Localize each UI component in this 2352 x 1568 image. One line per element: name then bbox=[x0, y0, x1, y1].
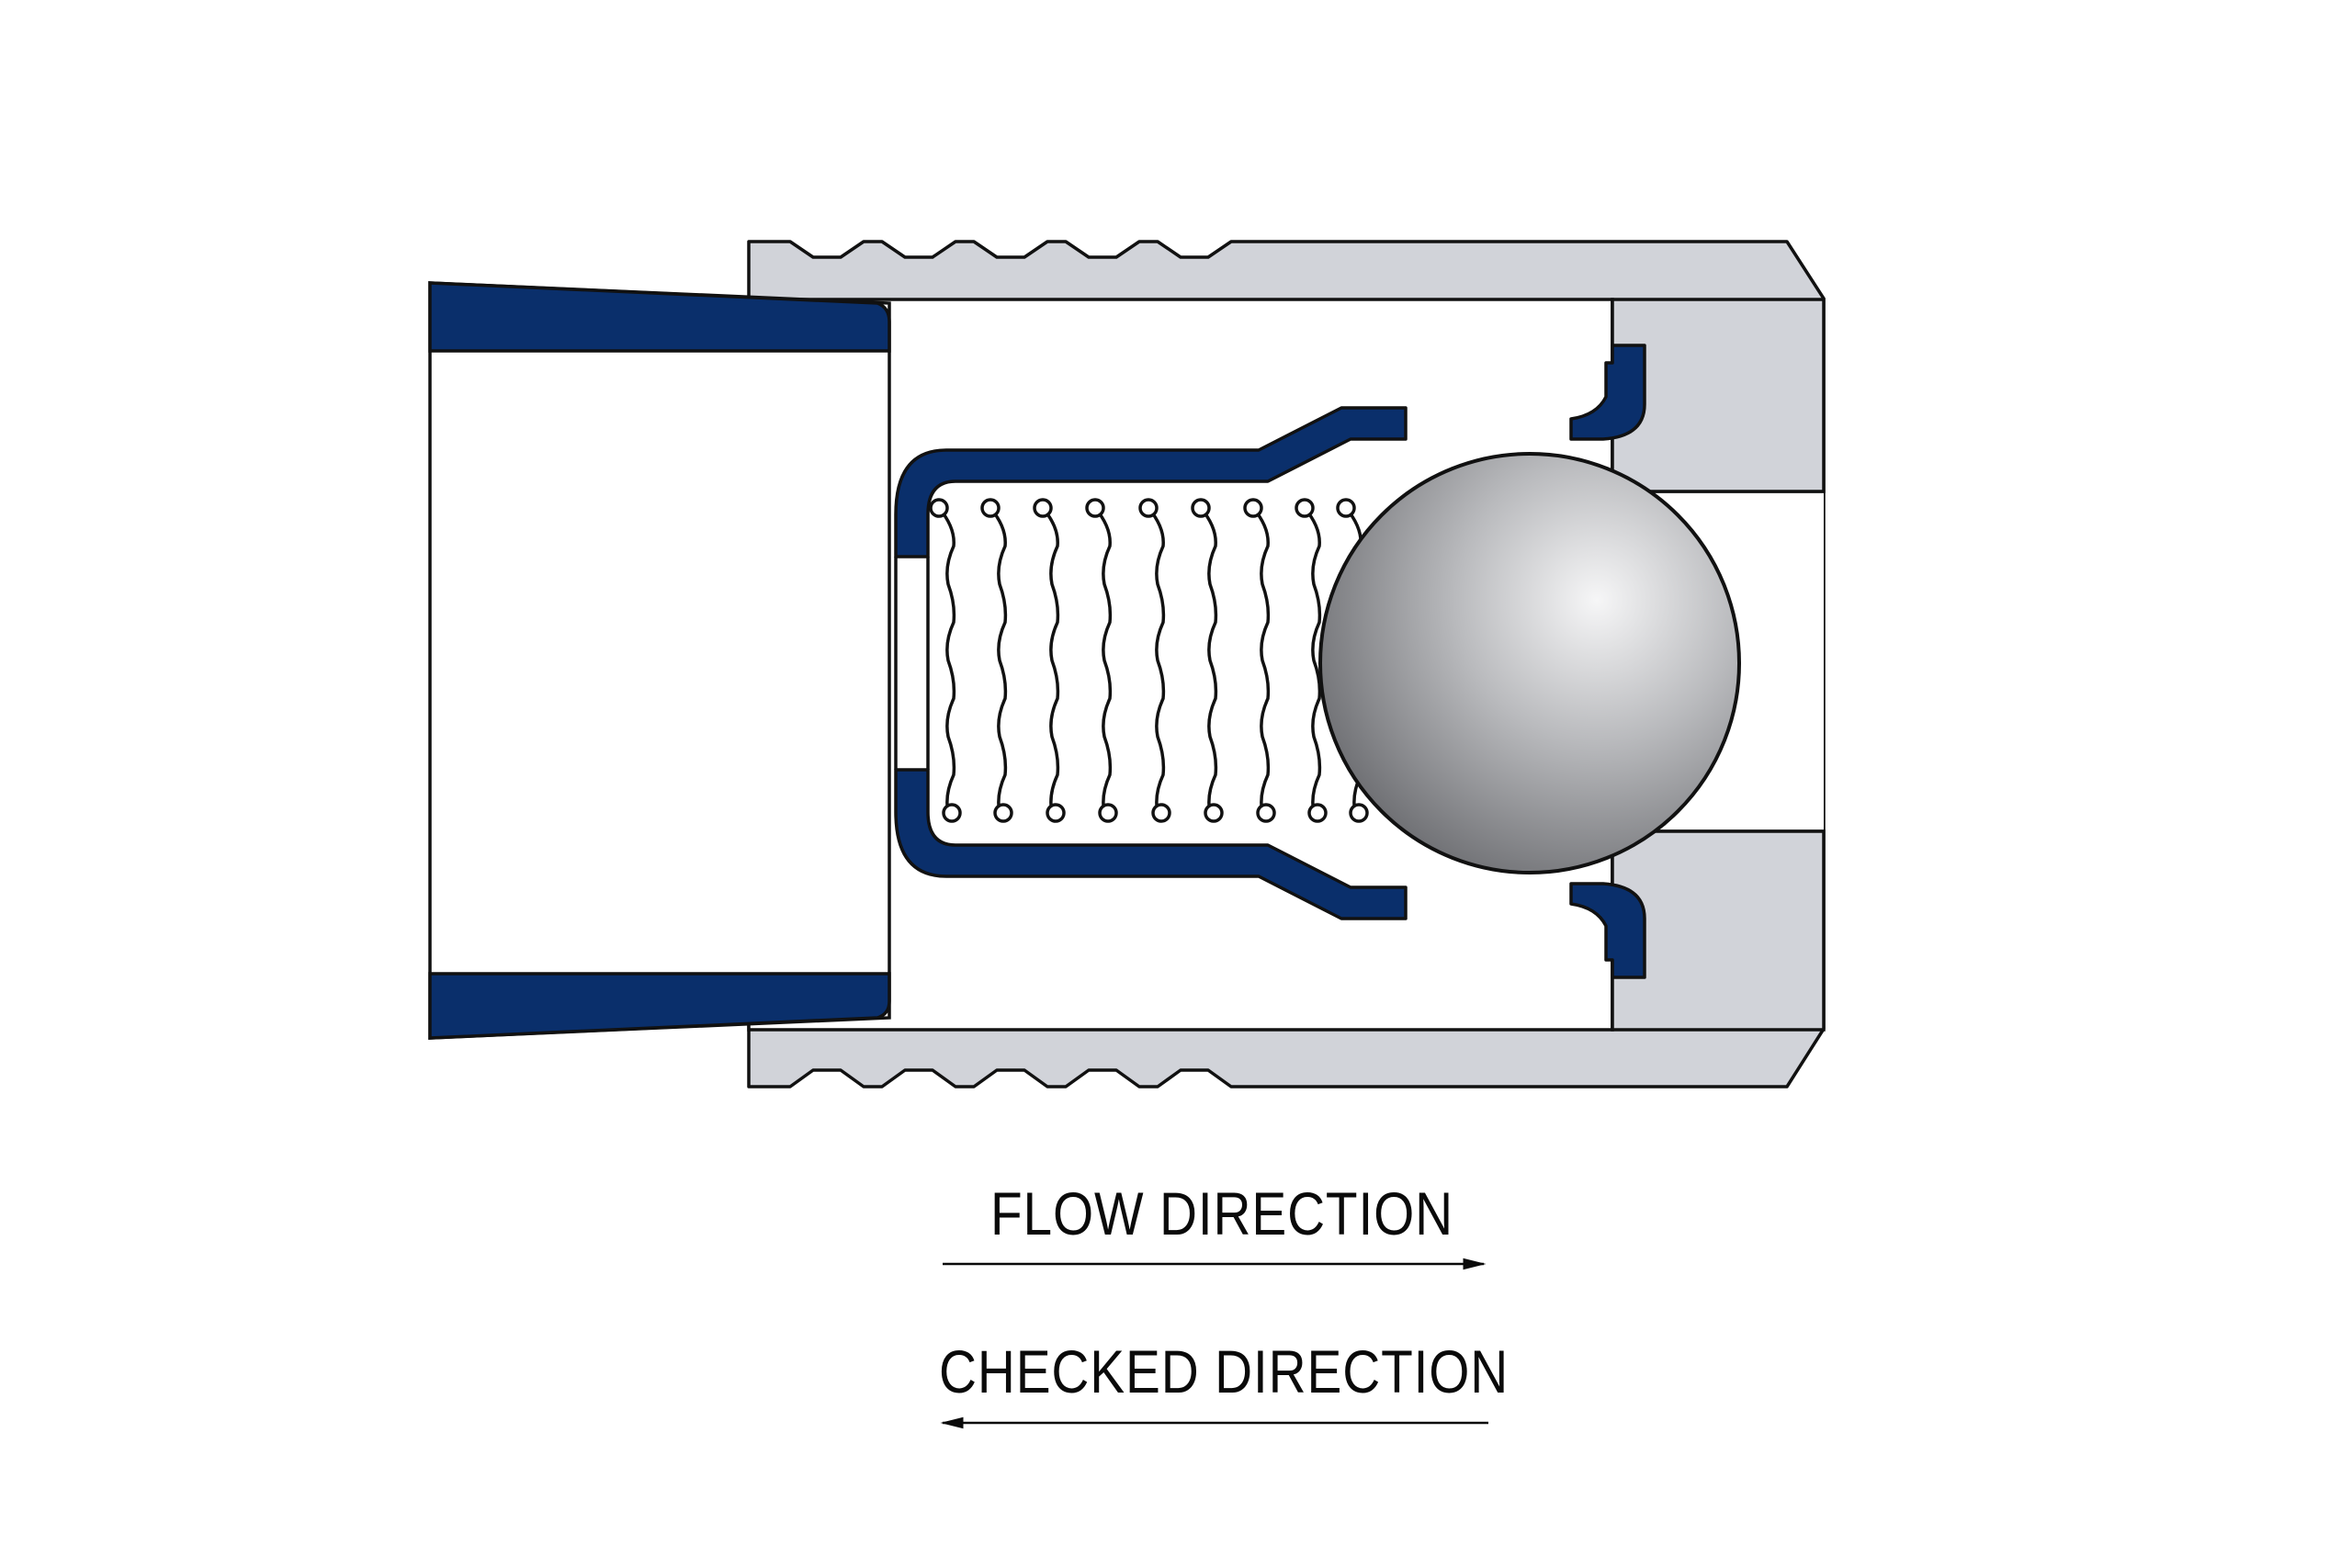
spring-coil-end bbox=[1243, 498, 1263, 518]
spring-coil-end bbox=[942, 803, 962, 823]
seat-shoulder-top bbox=[1611, 298, 1826, 493]
spring-coil-end bbox=[1098, 803, 1118, 823]
spring-coil bbox=[1147, 506, 1166, 814]
spring-coil-end bbox=[1204, 803, 1224, 823]
spring-coil-end bbox=[993, 803, 1013, 823]
spring-cage bbox=[894, 406, 1408, 558]
spring-cage-lower bbox=[894, 768, 1408, 920]
spring-coil-end bbox=[1336, 498, 1356, 518]
inlet-tube-wall-bottom bbox=[428, 972, 891, 1040]
spring-coil-end bbox=[1191, 498, 1211, 518]
spring-coil bbox=[1303, 506, 1322, 814]
spring-coil-end bbox=[1138, 498, 1159, 518]
seat-ring-bottom bbox=[1569, 882, 1646, 979]
spring-coil bbox=[989, 506, 1008, 814]
spring-coil bbox=[1251, 506, 1271, 814]
spring-coil-end bbox=[980, 498, 1001, 518]
flow-direction-label: FLOW DIRECTION bbox=[990, 1179, 1453, 1247]
checked-direction-label: CHECKED DIRECTION bbox=[939, 1337, 1510, 1405]
spring-coil-end bbox=[1307, 803, 1328, 823]
spring-coil bbox=[937, 506, 956, 814]
spring-coil-end bbox=[1033, 498, 1053, 518]
inlet-tube-wall-top bbox=[428, 281, 891, 353]
seat-ring-top bbox=[1569, 344, 1646, 441]
spring-coil bbox=[1093, 506, 1113, 814]
spring-coil bbox=[1199, 506, 1218, 814]
spring-coil-end bbox=[929, 498, 949, 518]
spring-coil-end bbox=[1295, 498, 1315, 518]
ball bbox=[1318, 452, 1741, 874]
spring-coil-end bbox=[1046, 803, 1066, 823]
spring-coil-end bbox=[1256, 803, 1276, 823]
spring-coil-end bbox=[1151, 803, 1171, 823]
spring-coil-end bbox=[1085, 498, 1105, 518]
spring-coil-end bbox=[1349, 803, 1369, 823]
spring bbox=[929, 498, 1369, 823]
inlet-tube-outline bbox=[428, 281, 891, 1040]
spring-coil bbox=[1041, 506, 1060, 814]
